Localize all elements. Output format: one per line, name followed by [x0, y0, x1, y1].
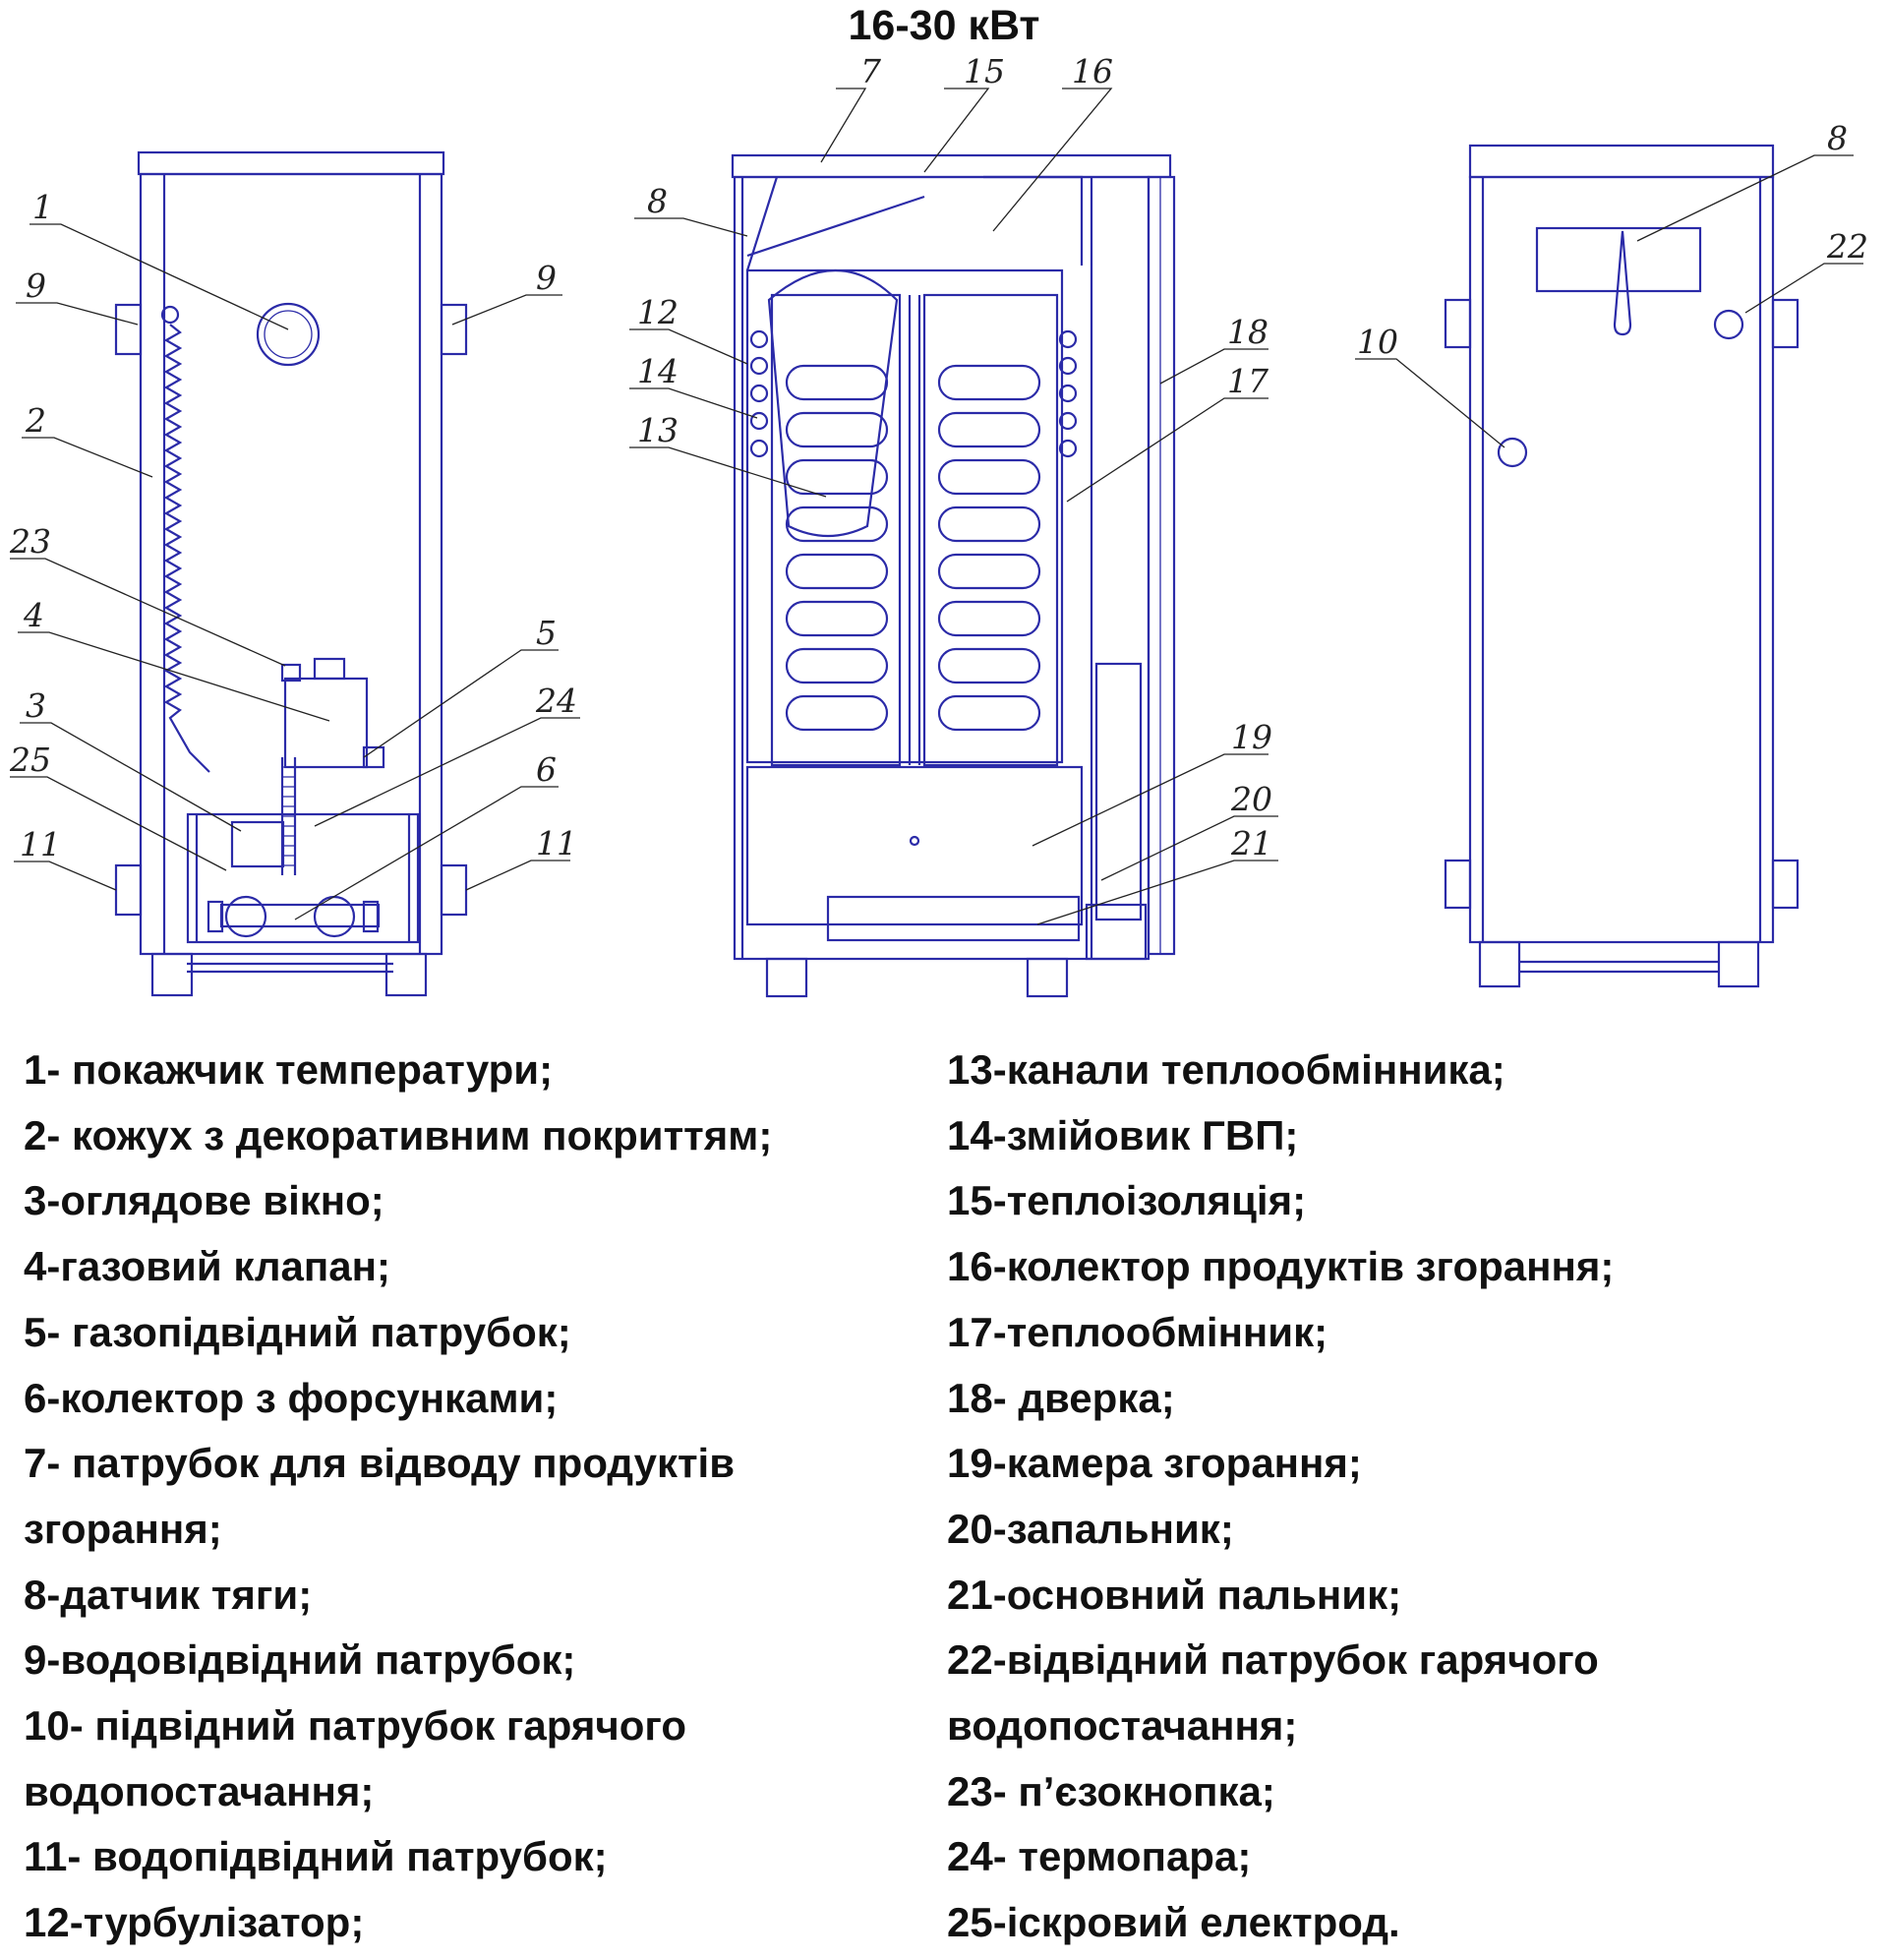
draft-sensor	[1535, 226, 1702, 293]
callout-19: 19	[1231, 718, 1272, 756]
legend-item: 9-водовідвідний патрубок;	[24, 1636, 576, 1684]
callout-15: 15	[964, 52, 1005, 90]
parts-legend: 1- покажчик температури; 2- кожух з деко…	[0, 1038, 1888, 1952]
legend-item: 22-відвідний патрубок гарячого	[947, 1636, 1599, 1684]
callout-18: 18	[1227, 313, 1268, 351]
leader-lines	[10, 88, 1863, 925]
legend-item: 11- водопідвідний патрубок;	[24, 1833, 608, 1880]
callout-5: 5	[536, 614, 557, 652]
legend-item: 13-канали теплообмінника;	[947, 1046, 1505, 1093]
boiler-technical-drawing: 1 9 9 2 23 4 5 3 24 25 6 11 11 7 15 16 8…	[9, 52, 1868, 998]
legend-item: 17-теплообмінник;	[947, 1308, 1328, 1355]
legend-item: 8-датчик тяги;	[24, 1571, 313, 1618]
legend-item: 6-колектор з форсунками;	[24, 1374, 559, 1421]
heat-exchanger-channels	[785, 364, 1041, 732]
callout-8-middle: 8	[647, 182, 668, 220]
legend-item: 10- підвідний патрубок гарячого	[24, 1702, 687, 1750]
callout-8-right: 8	[1827, 119, 1848, 157]
legend-item: 25-іскровий електрод.	[947, 1899, 1400, 1946]
legend-item: 21-основний пальник;	[947, 1571, 1402, 1618]
callout-23: 23	[9, 522, 51, 561]
callout-11-left: 11	[20, 825, 61, 863]
legend-item: 5- газопідвідний патрубок;	[24, 1308, 571, 1355]
callout-25: 25	[9, 741, 51, 779]
turbulator	[767, 269, 899, 538]
callout-14: 14	[637, 352, 678, 390]
diagram-title: 16-30 кВт	[848, 2, 1040, 49]
callout-9-right: 9	[536, 259, 557, 297]
legend-item: 2- кожух з декоративним покриттям;	[24, 1111, 773, 1158]
callout-21: 21	[1230, 824, 1272, 862]
legend-item: згорання;	[24, 1505, 222, 1552]
callout-6: 6	[536, 750, 557, 789]
legend-item: 15-теплоізоляція;	[947, 1177, 1307, 1224]
front-view	[114, 150, 468, 997]
callout-3: 3	[26, 686, 46, 725]
legend-right-column: 13-канали теплообмінника; 14-змійовик ГВ…	[947, 1038, 1861, 1956]
legend-item: водопостачання;	[947, 1702, 1298, 1750]
callout-numbers: 1 9 9 2 23 4 5 3 24 25 6 11 11 7 15 16 8…	[9, 52, 1868, 863]
legend-item: 19-камера згорання;	[947, 1440, 1362, 1487]
legend-left-column: 1- покажчик температури; 2- кожух з деко…	[24, 1038, 909, 1956]
legend-item: 24- термопара;	[947, 1833, 1252, 1880]
legend-item: 3-оглядове вікно;	[24, 1177, 384, 1224]
legend-item: 20-запальник;	[947, 1505, 1234, 1552]
gas-valve	[283, 677, 369, 769]
callout-24: 24	[535, 682, 577, 720]
legend-item: 7- патрубок для відводу продуктів	[24, 1440, 736, 1487]
temperature-gauge-icon	[256, 302, 321, 367]
callout-4: 4	[23, 596, 44, 634]
legend-item: 1- покажчик температури;	[24, 1046, 554, 1093]
callout-12: 12	[637, 293, 678, 331]
callout-20: 20	[1230, 780, 1272, 818]
rear-view	[1444, 144, 1800, 988]
legend-item: водопостачання;	[24, 1767, 375, 1814]
door	[1147, 175, 1176, 956]
callout-7: 7	[860, 52, 881, 90]
legend-item: 18- дверка;	[947, 1374, 1175, 1421]
main-burner	[826, 895, 1081, 942]
callout-22: 22	[1826, 227, 1868, 266]
legend-item: 14-змійовик ГВП;	[947, 1111, 1299, 1158]
callout-10: 10	[1357, 323, 1398, 361]
legend-item: 16-колектор продуктів згорання;	[947, 1243, 1615, 1290]
legend-item: 12-турбулізатор;	[24, 1899, 365, 1946]
callout-11-right: 11	[536, 824, 577, 862]
legend-item: 23- п’єзокнопка;	[947, 1767, 1275, 1814]
callout-13: 13	[637, 411, 678, 449]
callout-16: 16	[1072, 52, 1113, 90]
callout-2: 2	[25, 401, 46, 440]
legend-item: 4-газовий клапан;	[24, 1243, 390, 1290]
section-view	[731, 153, 1176, 998]
callout-1: 1	[32, 188, 53, 226]
callout-9-left: 9	[26, 267, 46, 305]
callout-17: 17	[1227, 362, 1268, 400]
combustion-chamber	[1094, 662, 1143, 921]
